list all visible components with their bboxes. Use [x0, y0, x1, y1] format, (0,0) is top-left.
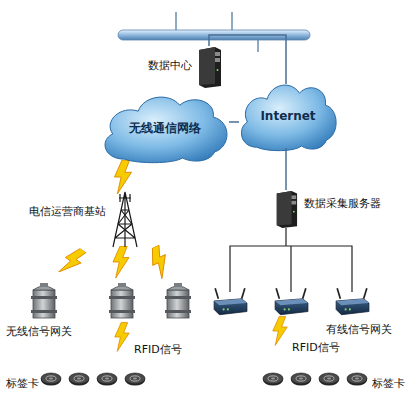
network-link	[229, 121, 239, 123]
device-label: 数据中心	[120, 58, 192, 73]
network-link	[285, 148, 287, 190]
power-led	[217, 69, 219, 71]
caption-label: 标签卡	[372, 376, 405, 391]
drive-bay	[215, 52, 220, 56]
device-label: 电信运营商基站	[12, 204, 106, 219]
drive-bay	[292, 195, 297, 199]
server-node: 数据采集服务器	[274, 190, 298, 228]
server-node: 数据中心	[196, 46, 222, 88]
server-case	[277, 191, 297, 228]
server-side	[277, 191, 292, 225]
tower-shape	[110, 190, 140, 248]
server-shape	[274, 190, 298, 228]
server-side	[199, 47, 215, 85]
network-link	[209, 35, 286, 84]
caption-label: 有线信号网关	[326, 322, 392, 337]
server-case	[199, 47, 221, 88]
drive-bay	[292, 201, 297, 205]
server-shape	[196, 46, 222, 88]
device-label: 数据采集服务器	[304, 196, 404, 211]
caption-label: RFID信号	[292, 340, 340, 355]
drive-bay	[215, 58, 220, 62]
cloud-node: Internet	[236, 80, 340, 152]
caption-label: RFID信号	[134, 342, 182, 357]
network-label: Internet	[236, 80, 340, 152]
tower-lattice	[113, 192, 137, 247]
caption-label: 标签卡	[6, 376, 39, 391]
tower-node: 电信运营商基站	[110, 190, 140, 248]
network-label: 无线通信网络	[98, 92, 232, 164]
power-led	[293, 211, 295, 213]
cloud-node: 无线通信网络	[98, 92, 232, 164]
caption-label: 无线信号网关	[6, 324, 72, 339]
